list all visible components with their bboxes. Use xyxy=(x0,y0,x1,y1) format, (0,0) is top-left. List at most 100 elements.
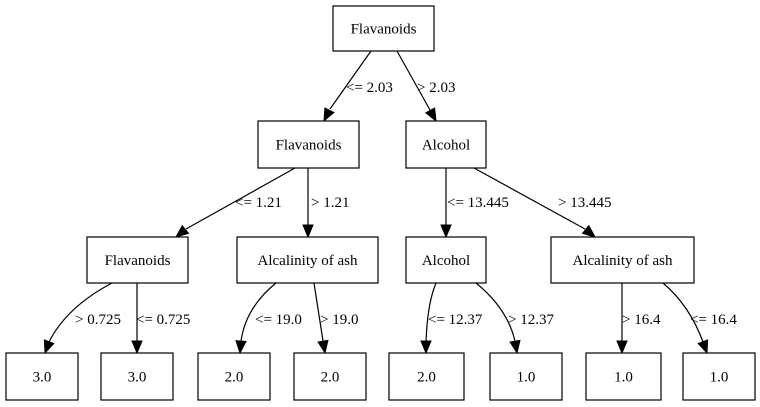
node-label: 1.0 xyxy=(517,370,536,386)
node-label: 1.0 xyxy=(614,370,633,386)
edge-line xyxy=(48,282,113,343)
node-box xyxy=(5,352,79,401)
edge-line xyxy=(329,50,372,110)
arrowhead xyxy=(420,340,432,355)
tree-split-node: Alcohol xyxy=(405,236,487,284)
tree-leaf-node: 1.0 xyxy=(585,352,662,401)
tree-leaf-node: 2.0 xyxy=(388,352,465,401)
tree-leaf-node: 2.0 xyxy=(293,352,367,401)
edges-layer: <= 2.03 > 2.03 <= 1.21 > 1.21 <= 13.445 > 13.… xyxy=(43,50,737,355)
tree-leaf-node: 3.0 xyxy=(100,352,174,401)
node-box xyxy=(405,120,487,169)
tree-leaf-node: 2.0 xyxy=(197,352,271,401)
tree-split-node: Alcalinity of ash xyxy=(550,236,695,284)
tree-edge: <= 16.4 xyxy=(662,282,737,355)
tree-edge: <= 1.21 xyxy=(174,167,296,238)
arrowhead xyxy=(581,224,597,238)
node-box xyxy=(682,352,756,401)
edge-line xyxy=(396,50,431,111)
node-box xyxy=(86,236,189,284)
node-label: 3.0 xyxy=(33,370,52,386)
edge-label: > 1.21 xyxy=(311,195,349,211)
tree-leaf-node: 1.0 xyxy=(489,352,563,401)
edge-label: > 12.37 xyxy=(508,312,554,328)
arrowhead xyxy=(697,339,709,355)
edge-line xyxy=(662,282,704,343)
edge-line xyxy=(185,167,296,230)
node-box xyxy=(293,352,367,401)
node-label: 2.0 xyxy=(321,370,340,386)
arrowhead xyxy=(424,107,437,123)
tree-edge: > 16.4 xyxy=(616,283,661,355)
node-box xyxy=(489,352,563,401)
tree-leaf-node: 3.0 xyxy=(5,352,79,401)
tree-edge: > 0.725 xyxy=(43,282,121,355)
node-label: 2.0 xyxy=(417,370,436,386)
tree-edge: <= 0.725 xyxy=(131,283,190,355)
tree-edge: > 2.03 xyxy=(396,50,455,123)
edge-label: > 19.0 xyxy=(320,312,358,328)
arrowhead xyxy=(616,340,628,355)
edge-label: <= 16.4 xyxy=(690,312,737,328)
arrowhead xyxy=(174,224,190,238)
edge-label: <= 1.21 xyxy=(235,195,282,211)
tree-edge: > 1.21 xyxy=(302,168,349,239)
edge-line xyxy=(425,282,437,342)
tree-split-node: Alcalinity of ash xyxy=(236,236,379,284)
node-label: Alcalinity of ash xyxy=(573,253,673,269)
node-label: Alcohol xyxy=(422,253,470,269)
node-box xyxy=(100,352,174,401)
arrowhead xyxy=(131,340,143,355)
node-box xyxy=(585,352,662,401)
edge-line xyxy=(475,282,516,342)
arrowhead xyxy=(43,339,55,355)
arrowhead xyxy=(509,339,521,355)
edge-label: <= 0.725 xyxy=(136,312,190,328)
tree-split-node: Alcohol xyxy=(405,120,487,169)
node-box xyxy=(257,120,360,169)
node-label: Flavanoids xyxy=(351,22,417,38)
node-box xyxy=(236,236,379,284)
edge-label: <= 13.445 xyxy=(447,195,509,211)
tree-edge: > 19.0 xyxy=(313,282,358,355)
node-label: Flavanoids xyxy=(105,253,171,269)
tree-edge: > 12.37 xyxy=(475,282,554,355)
arrowhead xyxy=(302,224,314,239)
edge-line xyxy=(473,167,586,230)
tree-leaf-node: 1.0 xyxy=(682,352,756,401)
node-label: 2.0 xyxy=(225,370,244,386)
node-label: 3.0 xyxy=(128,370,147,386)
tree-edge: > 13.445 xyxy=(473,167,611,238)
tree-split-node: Flavanoids xyxy=(86,236,189,284)
tree-edge: <= 2.03 xyxy=(323,50,393,123)
edge-label: > 2.03 xyxy=(417,80,455,96)
edge-label: > 16.4 xyxy=(622,312,661,328)
arrowhead xyxy=(235,340,247,355)
node-box xyxy=(388,352,465,401)
tree-split-node: Flavanoids xyxy=(332,5,435,52)
tree-split-node: Flavanoids xyxy=(257,120,360,169)
edge-label: > 13.445 xyxy=(558,195,611,211)
edge-line xyxy=(240,282,277,342)
arrowhead xyxy=(440,224,452,239)
node-box xyxy=(550,236,695,284)
node-label: Flavanoids xyxy=(276,138,342,154)
node-box xyxy=(332,5,435,52)
arrowhead xyxy=(323,107,335,123)
edge-label: <= 12.37 xyxy=(428,312,483,328)
node-box xyxy=(197,352,271,401)
node-label: 1.0 xyxy=(710,370,729,386)
tree-edge: <= 12.37 xyxy=(420,282,483,355)
edge-line xyxy=(313,282,324,342)
edge-label: <= 19.0 xyxy=(255,312,302,328)
edge-label: <= 2.03 xyxy=(346,80,393,96)
tree-edge: <= 19.0 xyxy=(235,282,302,355)
node-box xyxy=(405,236,487,284)
node-label: Alcalinity of ash xyxy=(258,253,358,269)
edge-label: > 0.725 xyxy=(75,312,121,328)
arrowhead xyxy=(317,339,329,355)
tree-edge: <= 13.445 xyxy=(440,168,509,239)
node-label: Alcohol xyxy=(422,138,470,154)
